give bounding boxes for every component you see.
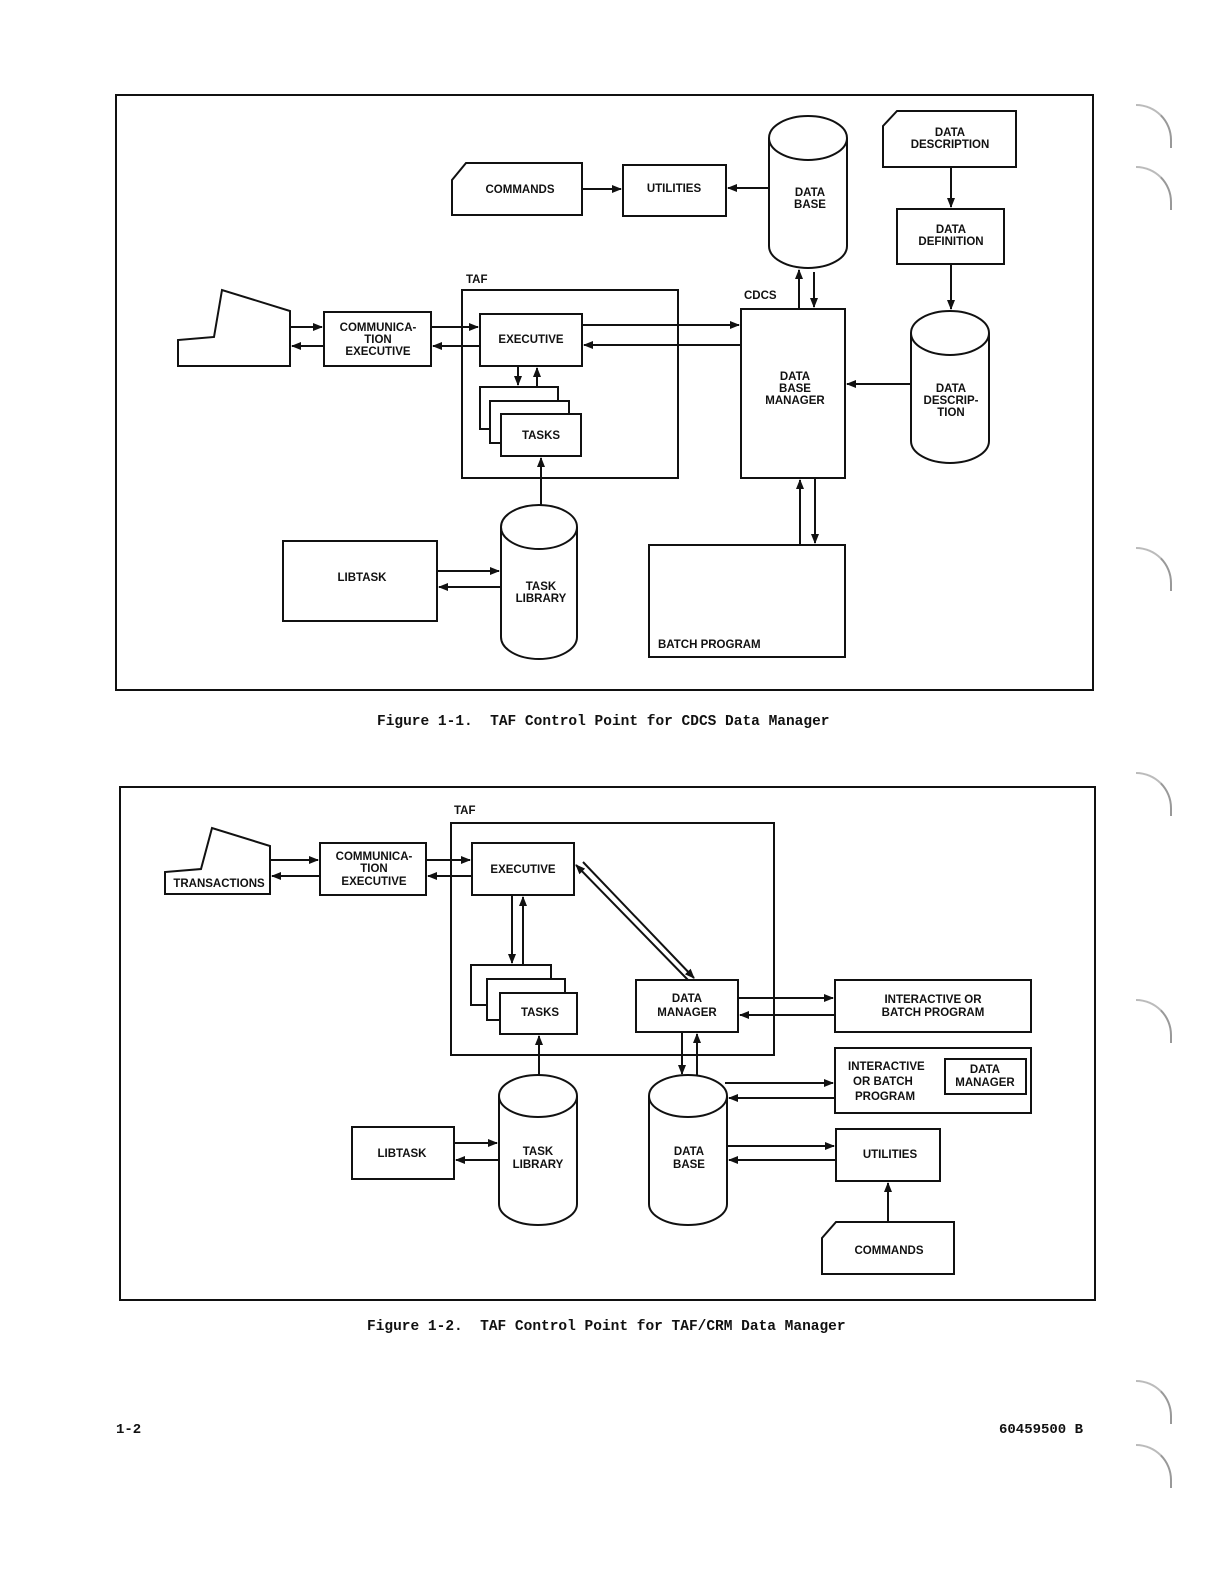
communication-executive-box-1: COMMUNICA- TION EXECUTIVE — [323, 311, 432, 367]
inner-data-manager-box — [944, 1058, 1027, 1095]
executive-box-1: EXECUTIVE — [479, 313, 583, 367]
interactive-batch-program-label: OR BATCH — [853, 1076, 913, 1088]
figure-1-connectors — [290, 167, 955, 591]
figure-1-frame — [115, 94, 1094, 691]
taf-boundary-1 — [461, 289, 679, 479]
transactions-terminal: TRANSACTIONS — [164, 826, 271, 895]
interactive-batch-program-label: INTERACTIVE OR — [884, 994, 982, 1006]
inner-data-manager-label: DATA — [970, 1064, 1000, 1076]
data-base-manager-label: MANAGER — [765, 395, 825, 407]
task-library-label: LIBRARY — [513, 1159, 564, 1171]
libtask-box-2: LIBTASK — [351, 1126, 455, 1180]
interactive-batch-program-box-2: INTERACTIVE OR BATCH PROGRAM DATA MANAGE… — [834, 1047, 1032, 1114]
interactive-batch-program-label: PROGRAM — [855, 1091, 915, 1103]
executive-label: EXECUTIVE — [498, 334, 564, 346]
utilities-box-1: UTILITIES — [622, 164, 727, 217]
data-description-cylinder: DATA DESCRIP- TION — [910, 310, 990, 464]
tasks-stack-1: TASKS — [479, 386, 582, 457]
communication-executive-label: COMMUNICA- — [336, 851, 413, 863]
communication-executive-label: TION — [364, 334, 391, 346]
utilities-label: UTILITIES — [647, 183, 702, 195]
communication-executive-box-2: COMMUNICA- TION EXECUTIVE — [319, 842, 427, 896]
tasks-label: TASKS — [522, 430, 560, 442]
interactive-batch-program-label: BATCH PROGRAM — [882, 1007, 985, 1019]
task-library-label: LIBRARY — [516, 593, 567, 605]
interactive-batch-program-label: INTERACTIVE — [848, 1061, 925, 1073]
data-description-store-label: DESCRIP- — [924, 395, 979, 407]
communication-executive-label: COMMUNICA- — [340, 322, 417, 334]
communication-executive-label: EXECUTIVE — [341, 876, 407, 888]
data-base-label: DATA — [795, 187, 825, 199]
utilities-label: UTILITIES — [863, 1149, 918, 1161]
data-description-label: DATA — [935, 127, 965, 139]
figure-2-diagram: TAF TRANSACTIONS COMMUNICA- TION EXECUTI… — [119, 786, 1096, 1301]
data-base-label: BASE — [794, 199, 826, 211]
data-manager-label: MANAGER — [657, 1007, 717, 1019]
figure-2-connectors — [270, 856, 892, 1222]
data-definition-label: DEFINITION — [918, 236, 983, 248]
data-description-label: DESCRIPTION — [911, 139, 990, 151]
cdcs-label: CDCS — [744, 290, 777, 302]
batch-program-label: BATCH PROGRAM — [658, 639, 761, 651]
commands-label: COMMANDS — [855, 1245, 924, 1257]
executive-box-2: EXECUTIVE — [471, 842, 575, 896]
communication-executive-label: EXECUTIVE — [345, 346, 411, 358]
executive-label: EXECUTIVE — [490, 864, 556, 876]
data-manager-box: DATA MANAGER — [635, 979, 739, 1033]
data-manager-label: DATA — [672, 993, 702, 1005]
libtask-label: LIBTASK — [338, 572, 388, 584]
document-number: 60459500 B — [999, 1422, 1084, 1438]
data-description-store-label: TION — [937, 407, 964, 419]
libtask-label: LIBTASK — [378, 1148, 428, 1160]
taf-boundary-2 — [450, 822, 775, 1056]
data-base-cylinder-2: DATA BASE — [648, 1074, 728, 1226]
data-definition-box: DATA DEFINITION — [896, 208, 1005, 265]
batch-program-box: BATCH PROGRAM — [648, 544, 846, 658]
communication-executive-label: TION — [360, 863, 387, 875]
inner-data-manager-label: MANAGER — [955, 1077, 1015, 1089]
terminal-icon — [177, 288, 291, 367]
interactive-batch-program-box-1: INTERACTIVE OR BATCH PROGRAM — [834, 979, 1032, 1033]
data-description-store-label: DATA — [936, 383, 966, 395]
data-base-manager-label: BASE — [779, 383, 811, 395]
utilities-box-2: UTILITIES — [835, 1128, 941, 1182]
data-base-cylinder-1: DATA BASE — [768, 115, 848, 269]
task-library-label: TASK — [526, 581, 557, 593]
figure-1-diagram: COMMANDS UTILITIES DATA BASE DATA DESCRI… — [115, 94, 1094, 691]
transactions-label: TRANSACTIONS — [173, 878, 265, 890]
data-base-label: BASE — [673, 1159, 705, 1171]
figure-1-caption: Figure 1-1. TAF Control Point for CDCS D… — [377, 714, 830, 730]
figure-2-frame — [119, 786, 1096, 1301]
task-library-cylinder-1: TASK LIBRARY — [500, 504, 578, 660]
tasks-stack-2: TASKS — [470, 964, 578, 1035]
task-library-label: TASK — [523, 1146, 554, 1158]
data-base-manager-box: DATA BASE MANAGER — [740, 308, 846, 479]
taf-label: TAF — [466, 274, 488, 286]
figure-2-caption: Figure 1-2. TAF Control Point for TAF/CR… — [367, 1319, 846, 1335]
commands-card-1: COMMANDS — [451, 162, 583, 216]
task-library-cylinder-2: TASK LIBRARY — [498, 1074, 578, 1226]
commands-label: COMMANDS — [486, 184, 555, 196]
taf-label: TAF — [454, 805, 476, 817]
data-definition-label: DATA — [936, 224, 966, 236]
data-base-label: DATA — [674, 1146, 704, 1158]
commands-card-2: COMMANDS — [821, 1221, 955, 1275]
data-description-card: DATA DESCRIPTION — [882, 110, 1017, 168]
tasks-label: TASKS — [521, 1007, 559, 1019]
page-number: 1-2 — [116, 1422, 142, 1438]
data-base-manager-label: DATA — [780, 371, 810, 383]
libtask-box-1: LIBTASK — [282, 540, 438, 622]
